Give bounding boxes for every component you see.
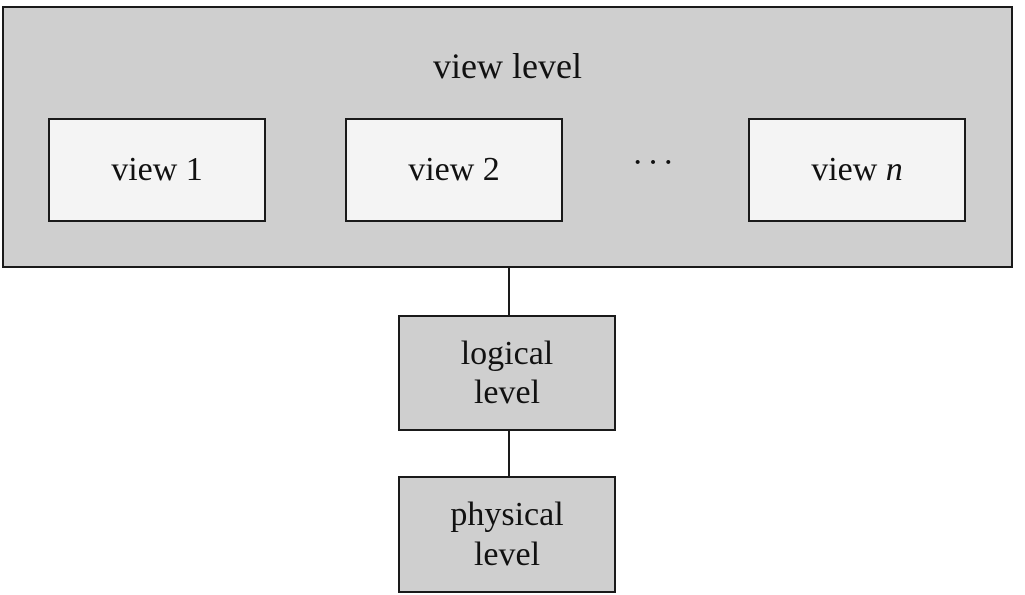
logical-level-box: logical level (398, 315, 616, 431)
connector-view-logical (508, 268, 510, 316)
view-level-label: view level (433, 46, 582, 86)
connector-logical-physical (508, 430, 510, 477)
physical-level-line2: level (473, 535, 541, 573)
view-1-label: view 1 (111, 151, 203, 189)
view-n-label: view n (811, 151, 903, 189)
physical-level-line1: physical (450, 496, 564, 534)
logical-level-line1: logical (460, 334, 554, 372)
view-2-label: view 2 (408, 151, 500, 189)
logical-level-line2: level (473, 374, 541, 411)
view-n-box: view n (748, 118, 966, 222)
physical-level-box: physical level (398, 476, 616, 593)
view-2-box: view 2 (345, 118, 563, 222)
view-1-box: view 1 (48, 118, 266, 222)
ellipsis: ··· (632, 144, 678, 181)
